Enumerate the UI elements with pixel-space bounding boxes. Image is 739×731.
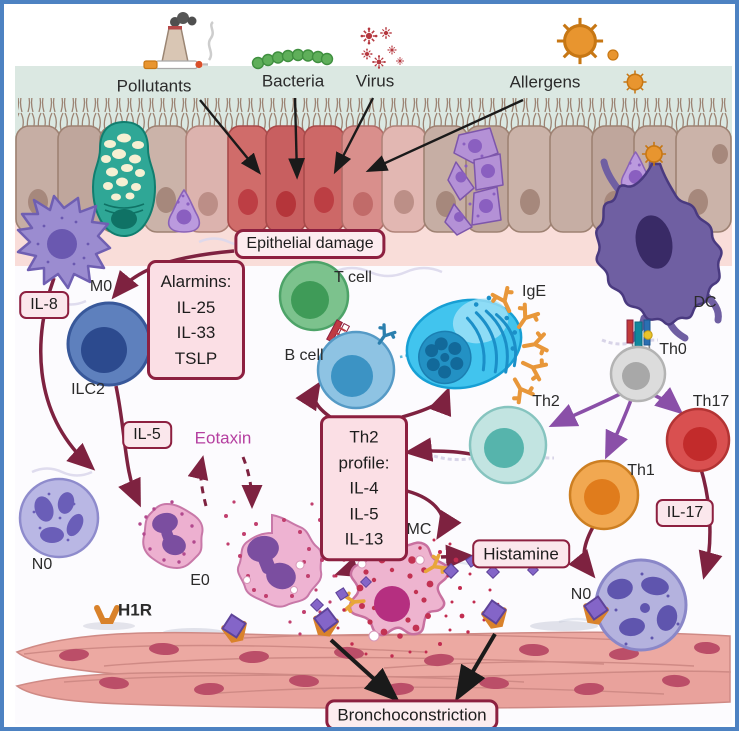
th1-cell <box>568 459 640 531</box>
t-cell <box>278 260 350 332</box>
alarmins-il33: IL-33 <box>176 323 216 342</box>
th17-label: Th17 <box>692 393 730 410</box>
il5-box: IL-5 <box>122 421 172 449</box>
damaged-epithelial-cell <box>303 125 345 233</box>
goblet-cell <box>91 120 157 238</box>
th0-cell <box>609 345 667 403</box>
alarmins-box: Alarmins: IL-25 IL-33 TSLP <box>147 260 245 380</box>
neutrophil-right <box>594 558 688 652</box>
virus-label: Virus <box>355 71 395 91</box>
th2-label: Th2 <box>532 393 560 410</box>
m0-label: M0 <box>89 278 113 295</box>
e0-label: E0 <box>190 572 210 589</box>
mast-cell <box>342 541 450 642</box>
neutrophil-left <box>18 477 100 559</box>
b-cell <box>316 319 398 410</box>
mucin-granules <box>101 133 145 201</box>
eosinophil-activated <box>236 513 323 608</box>
macrophage-cell <box>16 194 112 290</box>
eotaxin-dashed-arrows <box>187 455 263 509</box>
h1r-label: H1R <box>117 600 153 620</box>
bronchoconstriction-arrows <box>329 632 497 703</box>
trigger-arrows <box>199 97 524 180</box>
allergens-label: Allergens <box>509 72 581 92</box>
th2-profile-box: Th2 profile: IL-4 IL-5 IL-13 <box>320 415 408 561</box>
eosinophil-resting <box>138 500 204 570</box>
pollutants-label: Pollutants <box>116 76 192 96</box>
alarmins-title: Alarmins: <box>160 272 232 291</box>
th2-cell <box>468 405 548 485</box>
bronchoconstriction-box: Bronchoconstriction <box>325 699 499 727</box>
histamine-box: Histamine <box>472 539 570 569</box>
eotaxin-label: Eotaxin <box>194 428 252 448</box>
th1-label: Th1 <box>627 462 655 479</box>
n0-left-label: N0 <box>31 556 53 573</box>
epithelial-damage-box: Epithelial damage <box>234 229 386 259</box>
cigarette-icon <box>143 60 208 70</box>
th2-profile-il13: IL-13 <box>344 529 384 549</box>
ilc2-label: ILC2 <box>71 381 105 398</box>
figure-canvas <box>15 12 732 724</box>
th0-label: Th0 <box>659 341 687 358</box>
b-cell-label: B cell <box>284 347 324 364</box>
alarmins-il25: IL-25 <box>176 297 216 317</box>
muscle-nuclei <box>59 641 720 696</box>
bacteria-label: Bacteria <box>261 71 325 91</box>
ige-label: IgE <box>521 283 547 300</box>
th2-profile-title1: Th2 <box>349 427 379 447</box>
bacteria-icon <box>251 48 334 70</box>
allergen-icon <box>555 16 648 95</box>
dc-label: DC <box>693 294 717 311</box>
il17-box: IL-17 <box>655 499 715 527</box>
th2-profile-il5: IL-5 <box>349 503 379 523</box>
metaplastic-cells <box>444 127 504 236</box>
captured-allergen <box>641 141 667 167</box>
t-cell-label: T cell <box>334 269 372 286</box>
factory-icon <box>161 12 214 63</box>
basal-cell <box>167 188 201 233</box>
ilc2-cell <box>66 301 152 387</box>
th17-cell <box>665 407 731 473</box>
mc-label: MC <box>406 521 432 538</box>
il8-box: IL-8 <box>19 291 69 319</box>
mast-cell-degranulation <box>334 538 500 658</box>
th2-profile-title2: profile: <box>338 452 390 472</box>
alarmins-tslp: TSLP <box>174 348 218 368</box>
plasma-cell <box>405 295 523 390</box>
th2-profile-il4: IL-4 <box>349 478 379 498</box>
n0-right-label: N0 <box>570 586 592 603</box>
